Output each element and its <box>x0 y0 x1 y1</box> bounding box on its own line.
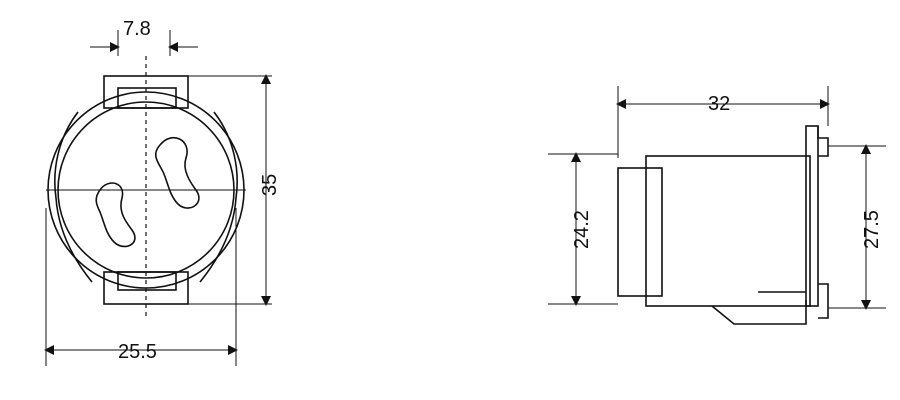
front-left-arc <box>54 111 93 283</box>
dim-32-label: 32 <box>708 93 730 115</box>
front-view: 7.8 35 25.5 <box>44 18 281 366</box>
front-right-arc <box>199 111 238 283</box>
front-slot-right <box>155 136 200 209</box>
front-slot-left <box>95 182 136 248</box>
dim-35-label: 35 <box>259 174 281 196</box>
dim-27-5-label: 27.5 <box>861 210 883 249</box>
front-top-tab-inner <box>117 87 177 109</box>
side-bottom-hook <box>818 283 829 319</box>
dim-7-8-label: 7.8 <box>123 18 151 40</box>
side-front-block <box>617 167 663 297</box>
front-bottom-tab-inner <box>117 271 177 291</box>
side-main-body <box>645 155 811 307</box>
side-rear-plate <box>805 125 819 307</box>
side-top-hook <box>817 126 829 157</box>
dim-25-5-label: 25.5 <box>118 341 157 363</box>
dim-24-2-label: 24.2 <box>571 210 593 249</box>
side-bottom-tab <box>711 300 807 325</box>
side-view: 32 24.2 27.5 <box>548 86 886 325</box>
